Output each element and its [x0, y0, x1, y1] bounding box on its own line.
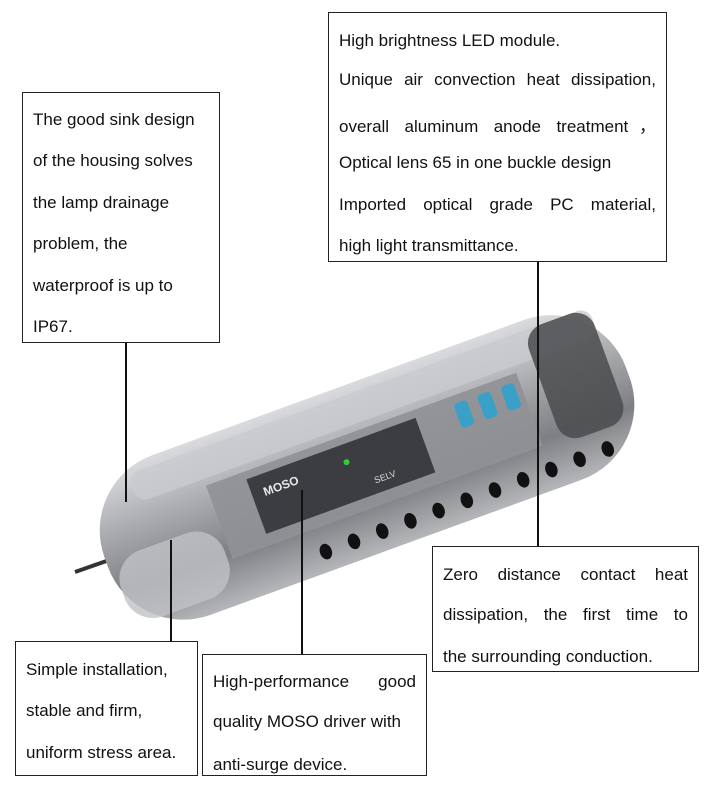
callout-text: problem, the — [33, 234, 128, 253]
end-cap — [119, 531, 230, 618]
callout-text: The good sink design — [33, 110, 195, 129]
callout-text: Imported optical grade PC material, — [339, 195, 656, 214]
driver-module — [246, 417, 436, 534]
leader-line-housing — [125, 342, 127, 502]
callout-text: quality MOSO driver with — [213, 712, 401, 731]
callout-text: anti-surge device. — [213, 755, 348, 774]
callout-housing: The good sink design of the housing solv… — [22, 92, 220, 343]
callout-text: the surrounding conduction. — [443, 647, 653, 666]
callout-text: uniform stress area. — [26, 743, 177, 762]
callout-text: dissipation, the first time to — [443, 605, 688, 624]
callout-text: high light transmittance. — [339, 236, 519, 255]
callout-text: High brightness LED module. — [339, 31, 561, 50]
vent-holes — [319, 441, 615, 560]
callout-led: High brightness LED module. Unique air c… — [328, 12, 667, 262]
callout-driver: High-performance good quality MOSO drive… — [202, 654, 427, 776]
callout-text: High-performance good — [213, 672, 416, 691]
connector — [477, 391, 498, 419]
leader-line-led-heat — [537, 261, 539, 547]
callout-text: Optical lens 65 in one buckle design — [339, 153, 612, 172]
callout-install: Simple installation, stable and firm, un… — [15, 641, 198, 776]
callout-heat: Zero distance contact heat dissipation, … — [432, 546, 699, 672]
connector — [454, 400, 475, 428]
callout-text: overall aluminum anode treatment， — [339, 117, 656, 136]
callout-text: of the housing solves — [33, 151, 193, 170]
leader-line-driver — [301, 490, 303, 654]
callout-text: IP67. — [33, 317, 73, 336]
callout-text: Simple installation, — [26, 660, 168, 679]
callout-text: the lamp drainage — [33, 193, 170, 212]
callout-text: waterproof is up to — [33, 276, 173, 295]
callout-text: Unique air convection heat dissipation, — [339, 70, 656, 89]
connector — [501, 383, 522, 411]
callout-text: Zero distance contact heat — [443, 565, 688, 584]
lamp-head — [527, 312, 624, 439]
leader-line-install — [170, 540, 172, 641]
callout-text: stable and firm, — [26, 701, 143, 720]
